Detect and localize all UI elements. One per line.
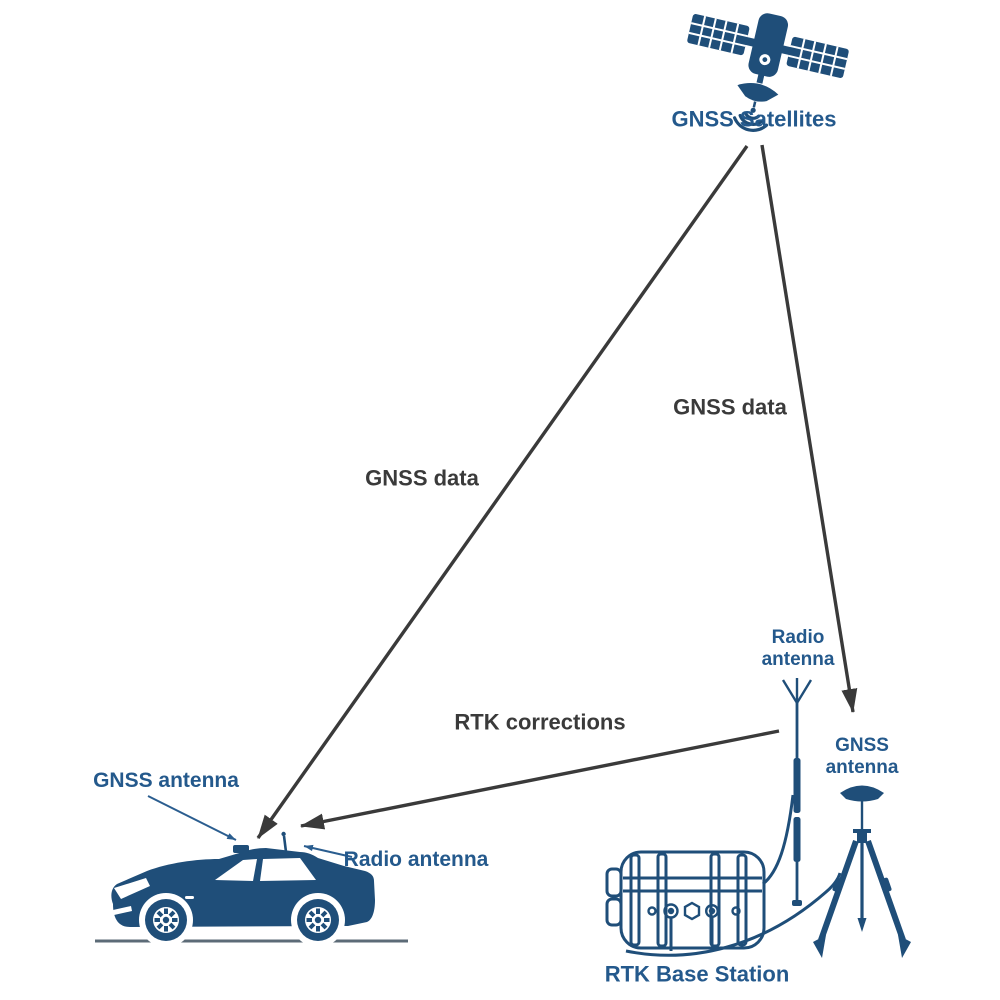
- solar-panel-right: [786, 36, 849, 79]
- tripod-left-foot: [813, 935, 826, 958]
- gnss-satellites-label: GNSS Satellites: [671, 106, 837, 132]
- case-straps: [629, 852, 748, 948]
- base-gnss-antenna-label: GNSS antenna: [825, 735, 899, 778]
- car-rear-window: [260, 858, 316, 881]
- gnss-receiver-dome: [840, 785, 884, 802]
- gnss-satellite-icon: [687, 13, 849, 132]
- car-bumper-vent: [113, 906, 132, 915]
- gnss-data-arrow-to-base: [760, 144, 858, 713]
- signal-waves-icon: [732, 107, 769, 132]
- case-ports: [647, 901, 741, 921]
- car-front-wheel: [139, 893, 193, 947]
- gnss-data-arrow-to-rover: [256, 145, 749, 839]
- car-gnss-antenna-pointer: [147, 795, 237, 841]
- satellite-dish: [737, 73, 779, 108]
- satellite-body: [748, 13, 789, 77]
- gnss-tripod-icon: [813, 785, 911, 958]
- rtk-base-case-icon: [605, 794, 842, 957]
- rtk-base-station-label: RTK Base Station: [604, 961, 790, 987]
- car-front-window: [215, 859, 257, 881]
- car-rear-wheel: [291, 893, 345, 947]
- tripod-right-foot: [898, 935, 911, 958]
- base-radio-antenna-label: Radio antenna: [761, 627, 835, 670]
- car-radio-antenna-label: Radio antenna: [343, 847, 489, 871]
- car-radio-antenna-stick: [281, 831, 288, 853]
- car-gnss-antenna-box: [233, 845, 249, 853]
- tripod-center-foot: [857, 918, 867, 932]
- car-door-handle: [185, 896, 194, 899]
- radio-antenna-pole-icon: [781, 678, 813, 906]
- car-headlight: [114, 878, 150, 899]
- rtk-corrections-label: RTK corrections: [454, 709, 626, 735]
- rtk-corrections-arrow: [300, 729, 780, 830]
- gnss-data-left-label: GNSS data: [365, 465, 479, 491]
- car-gnss-antenna-label: GNSS antenna: [93, 768, 239, 792]
- rover-car-icon: [111, 831, 375, 947]
- solar-panel-left: [687, 13, 750, 56]
- case-handle: [605, 867, 623, 927]
- gnss-data-right-label: GNSS data: [673, 394, 787, 420]
- case-outline: [619, 850, 766, 950]
- car-radio-antenna-pointer: [303, 844, 353, 858]
